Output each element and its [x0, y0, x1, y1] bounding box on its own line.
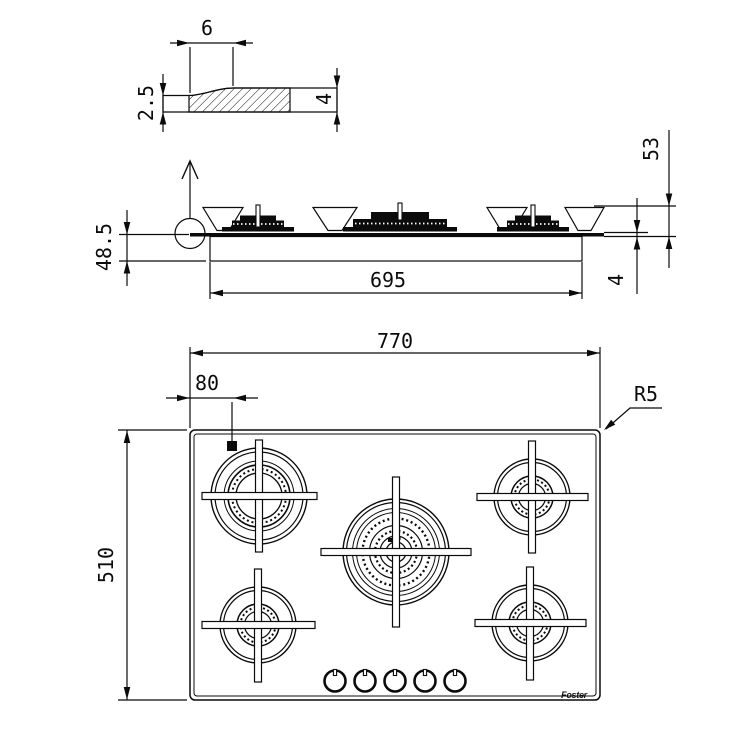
pan-support-arms: [201, 439, 318, 553]
pan-support-arms: [474, 566, 587, 681]
section-arrow-icon: [181, 159, 199, 180]
knob-1: [323, 668, 347, 693]
plan-view: [118, 347, 662, 701]
pan-support-arms: [320, 476, 472, 628]
burner-side-left: [222, 204, 294, 232]
dim-label-full-thickness: 4: [312, 92, 336, 106]
pan-support-arms: [476, 440, 589, 554]
dim-label-height-above: 53: [639, 136, 663, 162]
dim-label-chamfer-width: 6: [200, 16, 214, 40]
burner-rear-left: [201, 439, 318, 553]
burner-side-right: [497, 204, 569, 232]
control-knobs: [323, 668, 467, 693]
dim-label-edge-thickness: 2.5: [134, 84, 158, 122]
hatched-section: [188, 87, 291, 113]
dim-label-body-width: 695: [369, 268, 407, 292]
side-elevation-view: [119, 130, 676, 299]
dim-label-ignition-offset: 80: [194, 371, 220, 395]
hob-outline-inner: [193, 433, 597, 697]
knob-5: [443, 668, 467, 693]
dim-label-glass-thickness: 4: [604, 273, 628, 287]
dim-label-corner-radius: R5: [633, 382, 659, 406]
edge-profile-detail-view: [159, 39, 341, 132]
dim-label-overall-width: 770: [376, 329, 414, 353]
burner-front-left: [201, 568, 316, 683]
brand-logo: Foster: [561, 690, 587, 700]
burner-center-wok: [320, 476, 472, 628]
ignition-mark: [227, 441, 237, 451]
burner-rear-right: [476, 440, 589, 554]
knob-2: [353, 668, 377, 693]
knob-3: [383, 668, 407, 693]
dim-label-overall-depth: 510: [94, 546, 118, 584]
knob-4: [413, 668, 437, 693]
hob-outline-outer: [189, 429, 601, 701]
burner-side-center: [343, 202, 457, 232]
body-tray-side: [209, 235, 583, 262]
glass-slab-side: [190, 233, 604, 237]
pan-supports-side: [201, 206, 606, 232]
pan-support-arms: [201, 568, 316, 683]
corner-radius-leader: [605, 407, 662, 430]
burner-front-right: [474, 566, 587, 681]
dim-label-built-in-depth: 48.5: [92, 222, 116, 272]
